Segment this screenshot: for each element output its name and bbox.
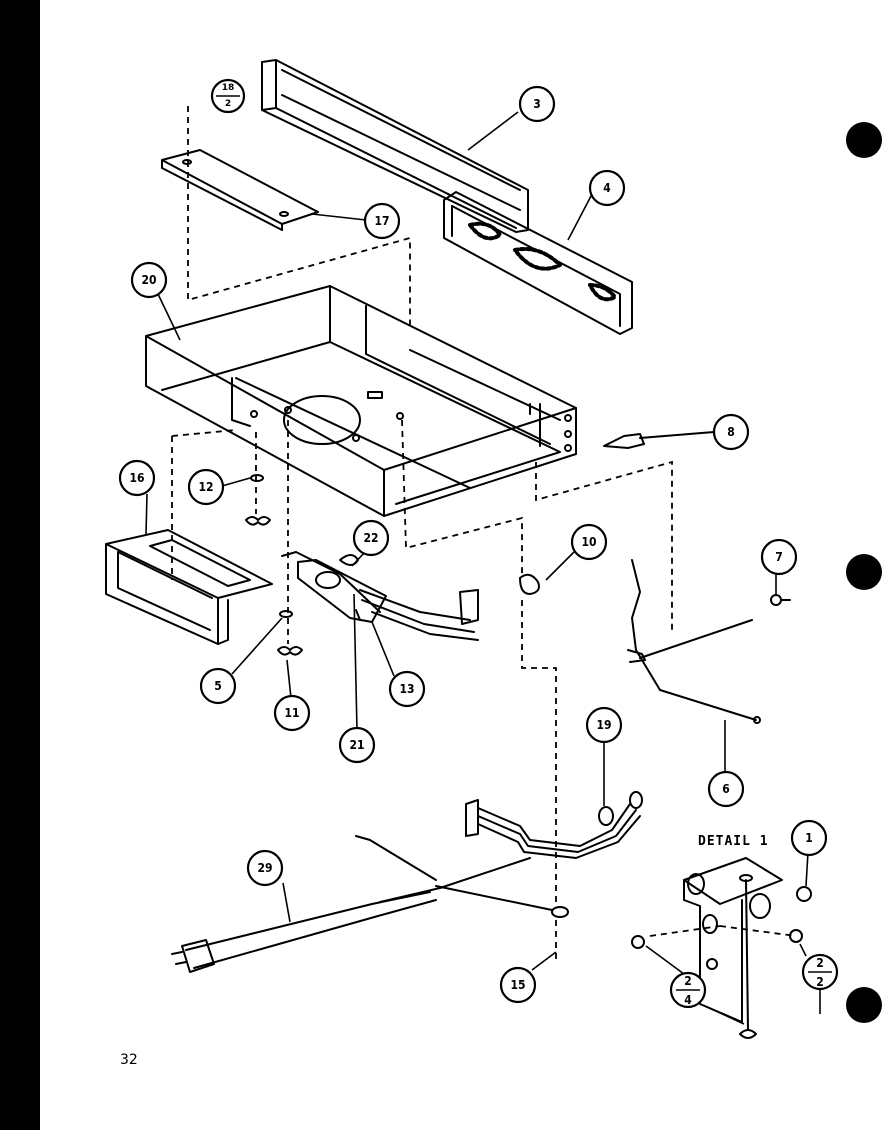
binder-hole-bottom [846, 987, 882, 1023]
callout-17 [363, 202, 401, 240]
detail-1-bracket [631, 857, 812, 1039]
part-13-switch-assembly [281, 551, 479, 641]
fraction-18-2-numerator: 18 [222, 83, 235, 93]
callout-19-label: 19 [596, 718, 611, 732]
callout-3 [518, 85, 556, 123]
fraction-2-2-numerator: 2 [816, 956, 824, 970]
part-20-hood-body [145, 285, 577, 517]
callout-22-label: 22 [363, 531, 378, 545]
callout-1-label: 1 [805, 831, 813, 845]
part-10-clip [519, 573, 540, 595]
part-6-rod [627, 559, 791, 724]
callout-7-label: 7 [775, 550, 783, 564]
fraction-2-2-denominator: 2 [816, 975, 824, 989]
callout-20 [130, 261, 168, 299]
callout-6 [707, 770, 745, 808]
callout-8-label: 8 [727, 425, 735, 439]
callout-21-label: 21 [349, 738, 364, 752]
binder-hole-middle [846, 554, 882, 590]
diagram-sheet [40, 0, 896, 1130]
callout-16-label: 16 [129, 471, 144, 485]
callout-10-label: 10 [581, 535, 596, 549]
fasteners [245, 474, 303, 656]
callout-13-label: 13 [399, 682, 414, 696]
part-4-filter [443, 191, 633, 335]
callout-17-label: 17 [374, 214, 389, 228]
fraction-2-4-denominator: 4 [684, 993, 692, 1007]
callout-5-label: 5 [214, 679, 222, 693]
callout-11-label: 11 [284, 706, 299, 720]
callout-15-label: 15 [510, 978, 525, 992]
callout-19 [585, 706, 623, 744]
fraction-18-2-denominator: 2 [225, 99, 231, 109]
callout-12-label: 12 [198, 480, 213, 494]
callout-4-label: 4 [603, 181, 611, 195]
page-number: 32 [120, 1052, 138, 1068]
callout-29 [246, 849, 284, 887]
callout-21 [338, 726, 376, 764]
callout-12 [187, 468, 225, 506]
part-3-trim-panel [261, 59, 529, 233]
callout-1 [790, 819, 828, 857]
callout-15 [499, 966, 537, 1004]
callout-22 [352, 519, 390, 557]
part-16-light-housing [105, 529, 273, 645]
callout-10 [570, 523, 608, 561]
callout-29-label: 29 [257, 861, 272, 875]
callout-8 [712, 413, 750, 451]
part-29-power-cord [171, 891, 437, 973]
part-17-plate [161, 149, 319, 231]
callout-3-label: 3 [533, 97, 541, 111]
callout-20-label: 20 [141, 273, 156, 287]
part-8-lamp [603, 431, 715, 449]
detail-1-label: DETAIL 1 [698, 834, 769, 849]
fraction-2-4-numerator: 2 [684, 974, 692, 988]
callout-16 [118, 459, 156, 497]
binder-hole-top [846, 122, 882, 158]
callout-6-label: 6 [722, 782, 730, 796]
callout-7 [760, 538, 798, 576]
callout-13 [388, 670, 426, 708]
callout-4 [588, 169, 626, 207]
callout-5 [199, 667, 237, 705]
callout-11 [273, 694, 311, 732]
